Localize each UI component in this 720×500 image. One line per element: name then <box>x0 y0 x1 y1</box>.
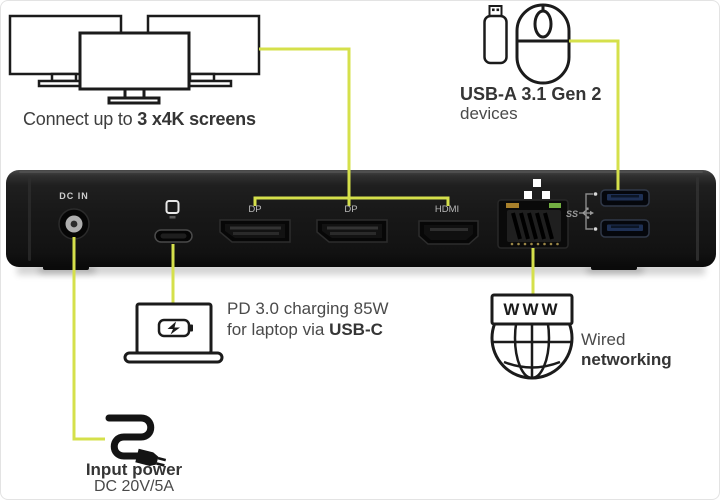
svg-text:SS: SS <box>566 209 578 219</box>
callout-line-power <box>72 237 105 441</box>
ethernet-led-green <box>549 203 561 208</box>
callout-line-screens <box>253 47 450 206</box>
charging-callout-label: PD 3.0 charging 85W for laptop via USB-C <box>227 298 389 340</box>
screens-callout-label: Connect up to 3 x4K screens <box>23 109 256 130</box>
power-heading: Input power <box>85 460 183 479</box>
usb-a-port-bottom <box>600 219 650 238</box>
usb-c-host-icon <box>165 200 180 214</box>
globe-icon <box>490 293 574 380</box>
network-label-bold: networking <box>581 350 672 369</box>
dc-in-port <box>58 208 90 240</box>
dp2-label: DP <box>344 204 358 215</box>
www-banner <box>490 293 574 326</box>
power-callout-label: Input power DC 20V/5A <box>61 461 207 495</box>
usb-a-port-top <box>600 189 650 207</box>
usb-devices-callout-label: USB-A 3.1 Gen 2 devices <box>460 84 602 124</box>
usb-c-port <box>154 200 193 243</box>
ethernet-port <box>497 199 569 249</box>
usb-devices-sub: devices <box>460 104 518 123</box>
www-label: WWW <box>503 300 561 319</box>
monitors-icon <box>8 14 261 105</box>
charging-line2-regular: for laptop via <box>227 320 330 339</box>
laptop-icon <box>123 302 224 364</box>
hdmi-label: HDMI <box>434 204 460 215</box>
charging-line1: PD 3.0 charging 85W <box>227 299 389 318</box>
network-icon <box>524 179 550 199</box>
displayport-2 <box>316 219 388 243</box>
flash-drive-icon <box>483 5 508 65</box>
callout-lines <box>72 39 620 441</box>
network-label-regular: Wired <box>581 330 626 349</box>
callout-line-usb-devices <box>569 39 620 190</box>
ethernet-led-orange <box>506 203 519 208</box>
screens-label-regular: Connect up to <box>23 109 138 129</box>
network-callout-label: Wired networking <box>581 330 719 370</box>
usb-devices-heading: USB-A 3.1 Gen 2 <box>460 84 602 104</box>
usb-ports-bracket <box>585 192 598 231</box>
charging-line2-bold: USB-C <box>329 320 383 339</box>
power-cable-icon <box>105 414 167 467</box>
dp1-label: DP <box>248 204 262 215</box>
charging-line2: for laptop via USB-C <box>227 319 389 340</box>
charging-bolt-icon <box>167 321 180 335</box>
power-sub: DC 20V/5A <box>93 478 175 495</box>
screens-label-bold: 3 x4K screens <box>137 109 256 129</box>
dc-in-label: DC IN <box>59 191 89 201</box>
hdmi-port <box>418 220 479 245</box>
mouse-icon <box>515 3 571 85</box>
displayport-1 <box>219 219 291 243</box>
